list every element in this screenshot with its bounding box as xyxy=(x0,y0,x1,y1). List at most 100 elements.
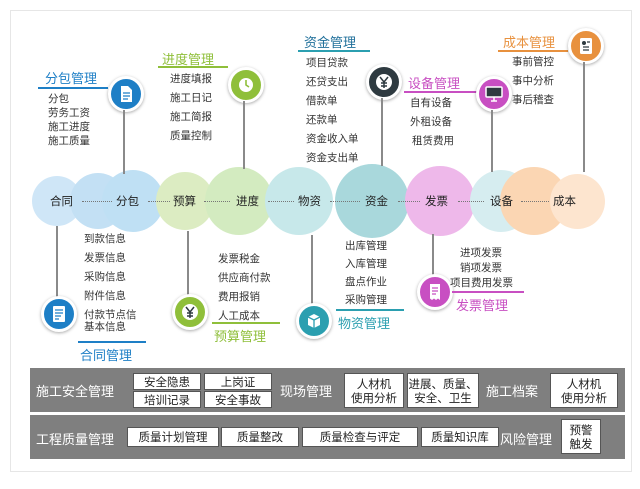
timeline-connector xyxy=(82,201,112,202)
module-title: 进度管理 xyxy=(162,53,215,68)
monitor-icon xyxy=(476,76,512,112)
module-item: 供应商付款 xyxy=(218,272,271,284)
module-title: 资金管理 xyxy=(304,36,357,51)
module-item: 施工简报 xyxy=(170,111,212,123)
connector-line xyxy=(56,226,58,300)
module-item: 费用报销 xyxy=(218,291,260,303)
page-frame xyxy=(10,10,632,472)
module-title: 成本管理 xyxy=(503,36,556,51)
cell-quality-inspection[interactable]: 质量检查与评定 xyxy=(302,427,418,447)
module-item-list: 进度填报 施工日记 施工简报 质量控制 xyxy=(170,70,212,146)
timeline-label-hetong: 合同 xyxy=(50,194,73,208)
module-item: 借款单 xyxy=(306,95,338,107)
module-item: 入库管理 xyxy=(345,258,387,270)
title-underline xyxy=(336,309,404,311)
module-item-list: 项目贷款 还贷支出 借款单 还款单 资金收入单 资金支出单 xyxy=(306,54,359,168)
module-item: 分包 xyxy=(48,93,69,105)
title-underline xyxy=(158,66,228,68)
module-item-list: 自有设备 外租设备 租赁费用 xyxy=(410,94,454,151)
timeline-label-zijin: 资金 xyxy=(365,194,388,208)
connector-line xyxy=(432,234,434,278)
module-item-list: 到款信息 发票信息 采购信息 附件信息 付款节点信 基本信息 xyxy=(84,230,137,333)
timeline-label-wuzi: 物资 xyxy=(298,194,321,208)
cell-quality-knowledge[interactable]: 质量知识库 xyxy=(421,427,499,447)
cell-safety-accident[interactable]: 安全事故 xyxy=(204,391,272,408)
module-item: 发票信息 xyxy=(84,252,126,264)
connector-line xyxy=(381,98,383,166)
timeline-label-yusuan: 预算 xyxy=(173,194,196,208)
title-underline xyxy=(78,341,146,343)
module-title: 预算管理 xyxy=(214,330,267,345)
document-icon xyxy=(108,76,144,112)
management-bar-1: 施工安全管理 安全隐患 上岗证 培训记录 安全事故 现场管理 人材机 使用分析 … xyxy=(30,368,625,412)
timeline-connector xyxy=(458,201,484,202)
bar-label-quality: 工程质量管理 xyxy=(36,433,115,448)
bar-label-site: 现场管理 xyxy=(280,385,333,400)
bar-label-archive: 施工档案 xyxy=(486,385,539,400)
title-underline xyxy=(404,91,478,93)
module-item: 质量控制 xyxy=(170,130,212,142)
contract-icon xyxy=(41,296,77,332)
timeline-circle xyxy=(550,174,605,229)
module-title: 发票管理 xyxy=(456,299,509,314)
timeline-label-fapiao: 发票 xyxy=(425,194,448,208)
module-item: 附件信息 xyxy=(84,290,126,302)
module-item: 还款单 xyxy=(306,114,338,126)
cell-work-permit[interactable]: 上岗证 xyxy=(204,373,272,390)
module-item: 施工进度 xyxy=(48,121,90,133)
cell-training-record[interactable]: 培训记录 xyxy=(133,391,201,408)
cell-resource-analysis[interactable]: 人材机 使用分析 xyxy=(344,373,404,408)
module-title: 合同管理 xyxy=(80,349,133,364)
receipt-icon xyxy=(568,28,604,64)
module-item: 发票税金 xyxy=(218,253,260,265)
module-item: 自有设备 xyxy=(410,97,452,109)
management-bar-2: 工程质量管理 质量计划管理 质量整改 质量检查与评定 质量知识库 风险管理 预警… xyxy=(30,415,625,459)
module-item: 进度填报 xyxy=(170,73,212,85)
module-item: 租赁费用 xyxy=(412,135,454,147)
bar-label-safety: 施工安全管理 xyxy=(36,385,115,400)
title-underline xyxy=(212,322,280,324)
timeline-connector xyxy=(330,201,360,202)
cell-quality-rectify[interactable]: 质量整改 xyxy=(221,427,299,447)
module-item: 劳务工资 xyxy=(48,107,90,119)
module-item: 还贷支出 xyxy=(306,76,348,88)
module-item-list: 进项发票 销项发票 项目费用发票 xyxy=(450,246,513,291)
module-item: 采购管理 xyxy=(345,294,387,306)
timeline-label-shebei: 设备 xyxy=(490,194,513,208)
module-item: 采购信息 xyxy=(84,271,126,283)
cell-risk-warning[interactable]: 预警 触发 xyxy=(561,419,601,454)
module-item-list: 分包 劳务工资 施工进度 施工质量 xyxy=(48,92,90,148)
module-item: 盘点作业 xyxy=(345,276,387,288)
timeline-connector xyxy=(268,201,294,202)
module-item: 项目贷款 xyxy=(306,57,348,69)
bar-label-risk: 风险管理 xyxy=(500,433,553,448)
cell-quality-plan[interactable]: 质量计划管理 xyxy=(127,427,219,447)
connector-line xyxy=(311,235,313,305)
module-item: 事前管控 xyxy=(512,56,554,68)
module-item: 事中分析 xyxy=(512,75,554,87)
module-item: 外租设备 xyxy=(410,116,452,128)
module-item: 基本信息 xyxy=(84,321,126,333)
cell-progress-quality[interactable]: 进展、质量、 安全、卫生 xyxy=(407,373,479,408)
module-item: 施工质量 xyxy=(48,135,90,147)
module-item: 资金收入单 xyxy=(306,133,359,145)
timeline-connector xyxy=(521,201,549,202)
module-item: 人工成本 xyxy=(218,310,260,322)
package-icon xyxy=(296,303,332,339)
module-item: 付款节点信 xyxy=(84,309,137,321)
cell-resource-analysis-2[interactable]: 人材机 使用分析 xyxy=(550,373,618,408)
timeline-label-chengben: 成本 xyxy=(553,194,576,208)
cell-safety-hazard[interactable]: 安全隐患 xyxy=(133,373,201,390)
module-item: 进项发票 xyxy=(460,247,502,259)
module-item-list: 事前管控 事中分析 事后稽查 xyxy=(512,53,554,110)
timeline-connector xyxy=(204,201,230,202)
connector-line xyxy=(187,231,189,297)
module-title: 物资管理 xyxy=(338,317,391,332)
module-item: 出库管理 xyxy=(345,240,387,252)
title-underline xyxy=(452,291,524,293)
timeline-connector xyxy=(398,201,420,202)
module-item: 施工日记 xyxy=(170,92,212,104)
title-underline xyxy=(498,50,568,52)
yuan-coin-icon xyxy=(366,64,402,100)
